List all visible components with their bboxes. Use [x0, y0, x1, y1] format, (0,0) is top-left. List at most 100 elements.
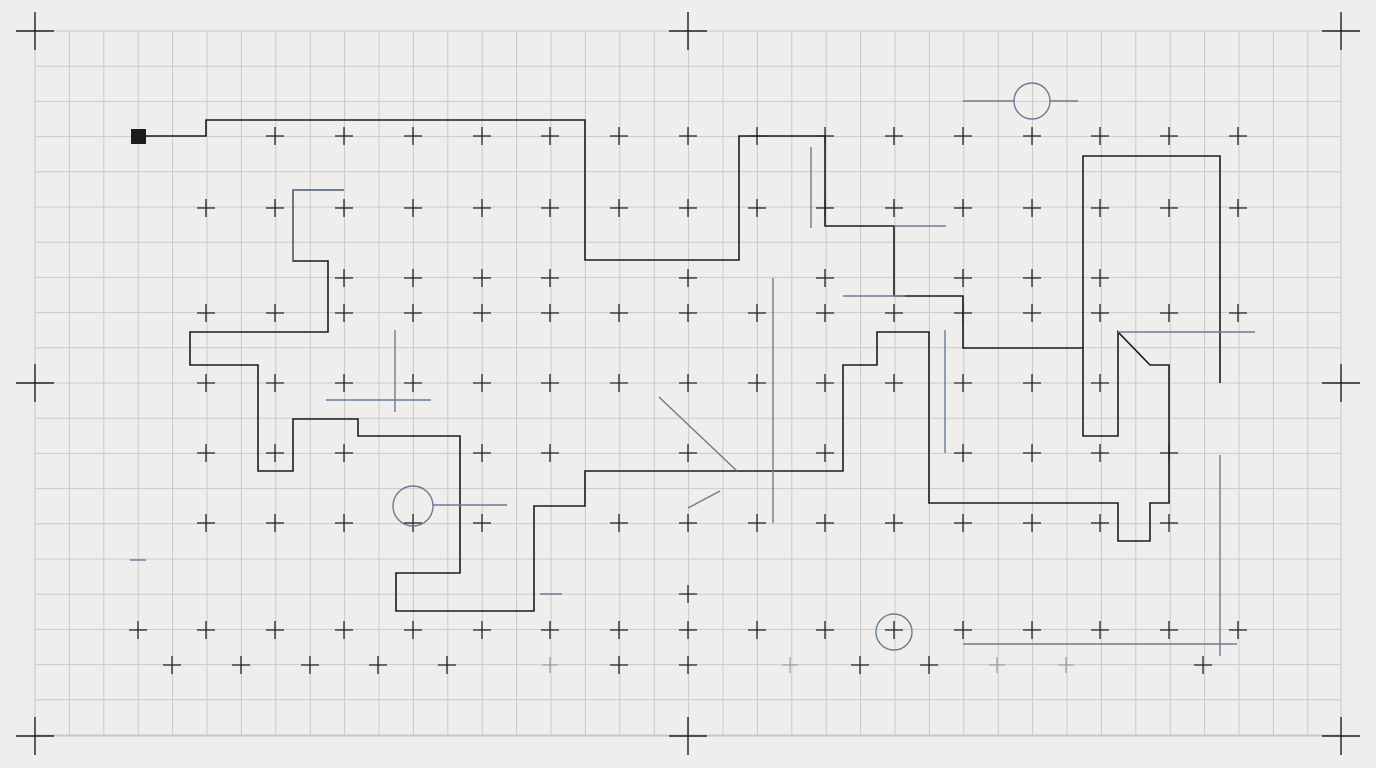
- crosshair-icon: [748, 374, 766, 392]
- crosshair-icon: [1160, 127, 1178, 145]
- circle-marker-icon: [1013, 82, 1051, 120]
- crosshair-icon: [954, 621, 972, 639]
- crosshair-icon: [920, 656, 938, 674]
- crosshair-icon: [541, 304, 559, 322]
- crosshair-icon: [197, 621, 215, 639]
- accent-diagonal-line: [658, 396, 738, 472]
- crosshair-icon: [473, 269, 491, 287]
- crosshair-icon: [404, 304, 422, 322]
- crosshair-icon: [610, 374, 628, 392]
- crosshair-icon: [404, 269, 422, 287]
- crosshair-icon: [885, 127, 903, 145]
- crosshair-icon: [1160, 514, 1178, 532]
- crosshair-icon: [885, 199, 903, 217]
- crosshair-icon: [679, 444, 697, 462]
- crosshair-icon: [335, 621, 353, 639]
- crosshair-icon: [473, 304, 491, 322]
- crosshair-icon: [335, 514, 353, 532]
- crosshair-icon: [1023, 127, 1041, 145]
- crosshair-icon: [1091, 514, 1109, 532]
- crosshair-icon: [1091, 621, 1109, 639]
- crosshair-icon: [197, 374, 215, 392]
- crosshair-icon: [679, 374, 697, 392]
- crosshair-icon: [1160, 199, 1178, 217]
- right-box-path: [1082, 155, 1221, 383]
- crosshair-icon: [1023, 514, 1041, 532]
- crosshair-icon: [473, 514, 491, 532]
- crosshair-icon: [610, 127, 628, 145]
- crosshair-icon: [679, 304, 697, 322]
- crosshair-icon: [541, 269, 559, 287]
- crosshair-icon: [1229, 304, 1247, 322]
- crosshair-icon: [816, 374, 834, 392]
- crosshair-icon: [335, 374, 353, 392]
- crosshair-icon: [163, 656, 181, 674]
- crosshair-icon: [541, 374, 559, 392]
- crosshair-icon: [748, 621, 766, 639]
- crosshair-icon: [679, 621, 697, 639]
- crosshair-icon: [1091, 444, 1109, 462]
- faint-crosshair-icon: [989, 657, 1005, 673]
- crosshair-icon: [541, 621, 559, 639]
- crosshair-marks: [129, 127, 1247, 674]
- crosshair-icon: [1091, 199, 1109, 217]
- crosshair-icon: [1091, 304, 1109, 322]
- registration-mark-icon: [16, 364, 54, 402]
- start-square-icon: [131, 129, 146, 144]
- circle-marker-icon: [392, 485, 434, 527]
- accent-lines: [130, 82, 1255, 656]
- crosshair-icon: [1091, 127, 1109, 145]
- accent-diagonal-line: [687, 490, 721, 509]
- crosshair-icon: [748, 514, 766, 532]
- crosshair-icon: [335, 199, 353, 217]
- crosshair-icon: [1160, 621, 1178, 639]
- crosshair-icon: [816, 269, 834, 287]
- crosshair-icon: [610, 304, 628, 322]
- crosshair-icon: [232, 656, 250, 674]
- crosshair-icon: [473, 621, 491, 639]
- crosshair-icon: [816, 621, 834, 639]
- crosshair-icon: [404, 127, 422, 145]
- faint-crosshair-icon: [782, 657, 798, 673]
- crosshair-icon: [404, 514, 422, 532]
- crosshair-icon: [335, 269, 353, 287]
- crosshair-icon: [301, 656, 319, 674]
- crosshair-icon: [851, 656, 869, 674]
- crosshair-icon: [266, 621, 284, 639]
- crosshair-icon: [1023, 444, 1041, 462]
- crosshair-icon: [954, 269, 972, 287]
- crosshair-icon: [679, 656, 697, 674]
- crosshair-icon: [954, 199, 972, 217]
- crosshair-icon: [885, 374, 903, 392]
- crosshair-icon: [1194, 656, 1212, 674]
- crosshair-icon: [1229, 127, 1247, 145]
- crosshair-icon: [816, 444, 834, 462]
- circle-marker-icon: [875, 613, 913, 651]
- crosshair-icon: [473, 127, 491, 145]
- crosshair-icon: [610, 621, 628, 639]
- registration-mark-icon: [669, 717, 707, 755]
- crosshair-icon: [954, 374, 972, 392]
- crosshair-icon: [885, 514, 903, 532]
- crosshair-icon: [197, 304, 215, 322]
- main-route-path: [138, 119, 1170, 612]
- crosshair-icon: [679, 127, 697, 145]
- crosshair-icon: [335, 444, 353, 462]
- crosshair-icon: [816, 304, 834, 322]
- registration-mark-icon: [1322, 364, 1360, 402]
- faint-crosshair-icon: [1058, 657, 1074, 673]
- crosshair-icon: [473, 444, 491, 462]
- crosshair-icon: [404, 374, 422, 392]
- crosshair-icon: [541, 127, 559, 145]
- crosshair-icon: [1023, 269, 1041, 287]
- crosshair-icon: [1023, 621, 1041, 639]
- crosshair-icon: [266, 514, 284, 532]
- crosshair-icon: [266, 127, 284, 145]
- crosshair-icon: [1229, 199, 1247, 217]
- crosshair-icon: [679, 269, 697, 287]
- registration-mark-icon: [1322, 717, 1360, 755]
- crosshair-icon: [1091, 374, 1109, 392]
- crosshair-icon: [404, 621, 422, 639]
